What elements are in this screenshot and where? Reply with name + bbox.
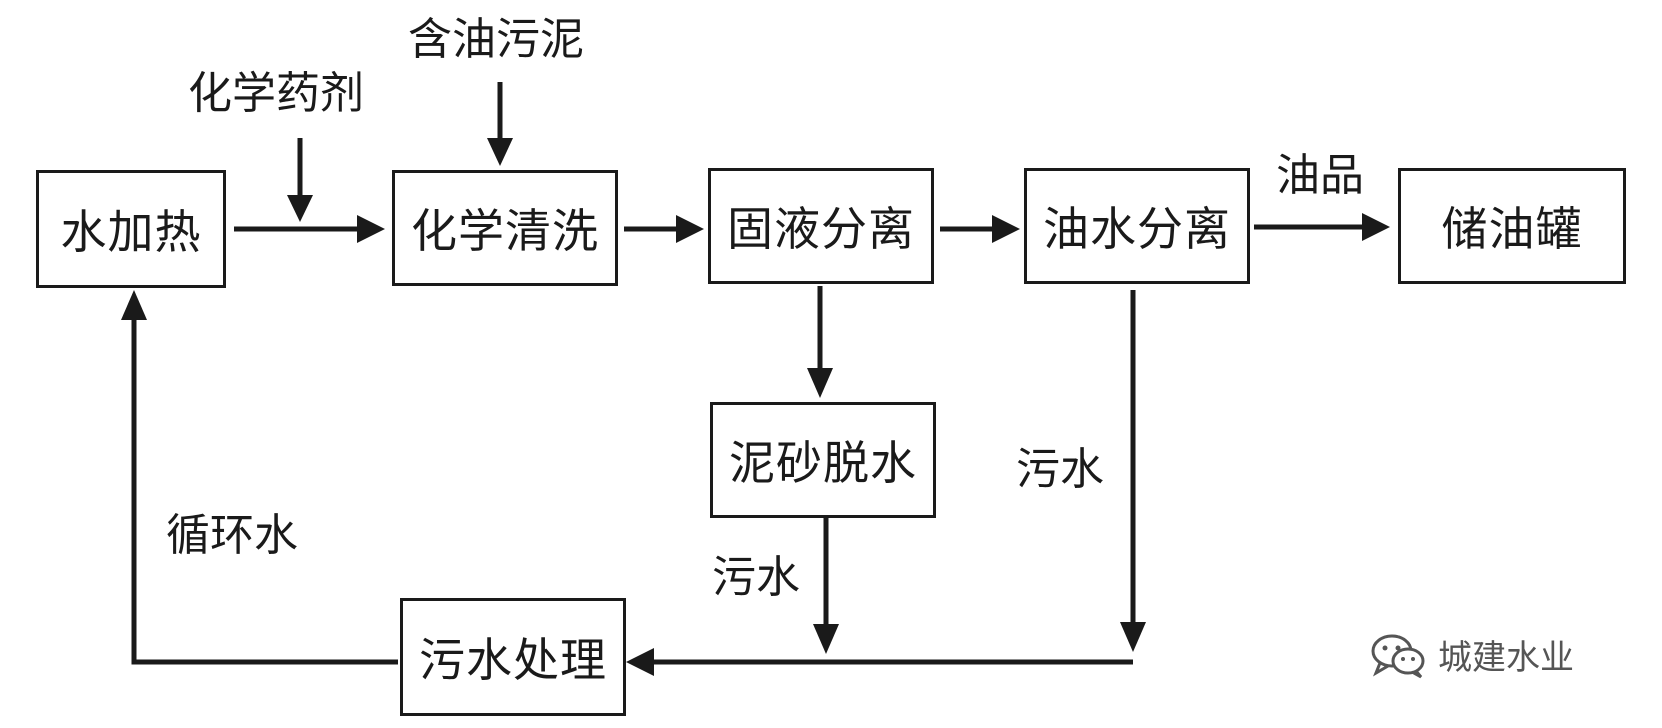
watermark: 城建水业: [1370, 630, 1574, 679]
node-solid-liquid-separation: 固液分离: [708, 168, 934, 284]
node-wastewater-treatment: 污水处理: [400, 598, 626, 716]
node-oil-water-separation: 油水分离: [1024, 168, 1250, 284]
label-chemical-agent: 化学药剂: [188, 68, 364, 119]
node-chemical-cleaning-label: 化学清洗: [411, 204, 599, 258]
arrowhead-oilwater-to-tank: [1362, 213, 1390, 241]
arrowhead-cleaning-to-separation: [676, 215, 704, 243]
arrowhead-heating-to-cleaning: [357, 215, 385, 243]
node-sludge-sand-dewatering: 泥砂脱水: [710, 402, 936, 518]
node-oil-storage-tank-label: 储油罐: [1441, 202, 1583, 256]
arrowhead-separation-to-oilwater: [992, 215, 1020, 243]
node-oil-water-separation-label: 油水分离: [1043, 202, 1231, 256]
arrowhead-dewatering-wastewater: [813, 624, 839, 654]
node-solid-liquid-separation-label: 固液分离: [727, 202, 915, 256]
arrowhead-chemical-agent: [287, 195, 313, 222]
label-oil-product: 油品: [1276, 150, 1364, 201]
label-oily-sludge: 含油污泥: [408, 14, 584, 65]
node-chemical-cleaning: 化学清洗: [392, 170, 618, 286]
node-water-heating-label: 水加热: [60, 205, 202, 259]
watermark-text: 城建水业: [1438, 638, 1574, 678]
node-oil-storage-tank: 储油罐: [1398, 168, 1626, 284]
label-circulating-water: 循环水: [166, 510, 298, 561]
node-water-heating: 水加热: [36, 170, 226, 288]
arrowhead-oilwater-wastewater: [1120, 622, 1146, 652]
label-wastewater-middle: 污水: [712, 552, 800, 603]
arrowhead-to-wastewater-treatment: [626, 648, 654, 676]
node-sludge-sand-dewatering-label: 泥砂脱水: [729, 436, 917, 490]
arrowhead-oily-sludge: [487, 138, 513, 166]
node-wastewater-treatment-label: 污水处理: [419, 633, 607, 687]
label-wastewater-right: 污水: [1016, 444, 1104, 495]
arrowhead-separation-to-dewatering: [807, 368, 833, 398]
arrowhead-circulating-water: [121, 290, 147, 320]
wechat-icon: [1371, 634, 1425, 678]
arrow-circulating-water: [131, 318, 398, 665]
